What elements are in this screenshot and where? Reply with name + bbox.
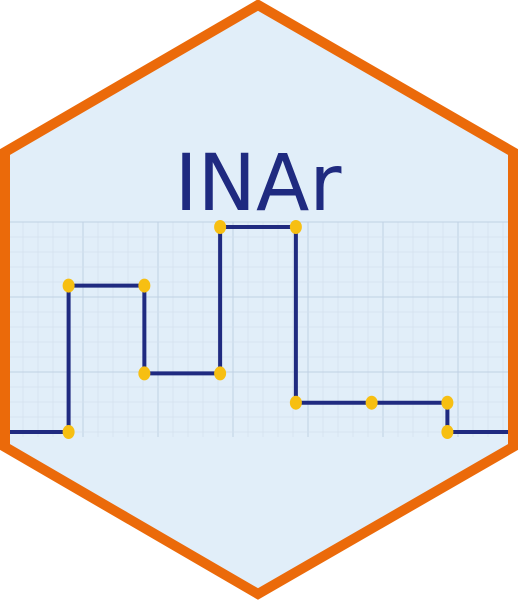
logo-title: INAr <box>175 139 343 229</box>
step-chart <box>5 220 513 439</box>
data-point <box>138 278 151 293</box>
data-point <box>214 220 227 234</box>
data-point <box>62 278 75 293</box>
data-point <box>289 220 302 234</box>
data-point <box>214 366 227 381</box>
data-point <box>441 395 454 410</box>
hex-background <box>5 5 513 594</box>
data-point <box>138 366 151 381</box>
data-point <box>62 425 75 439</box>
data-point <box>365 395 378 410</box>
data-point <box>289 395 302 410</box>
data-point <box>441 425 454 439</box>
